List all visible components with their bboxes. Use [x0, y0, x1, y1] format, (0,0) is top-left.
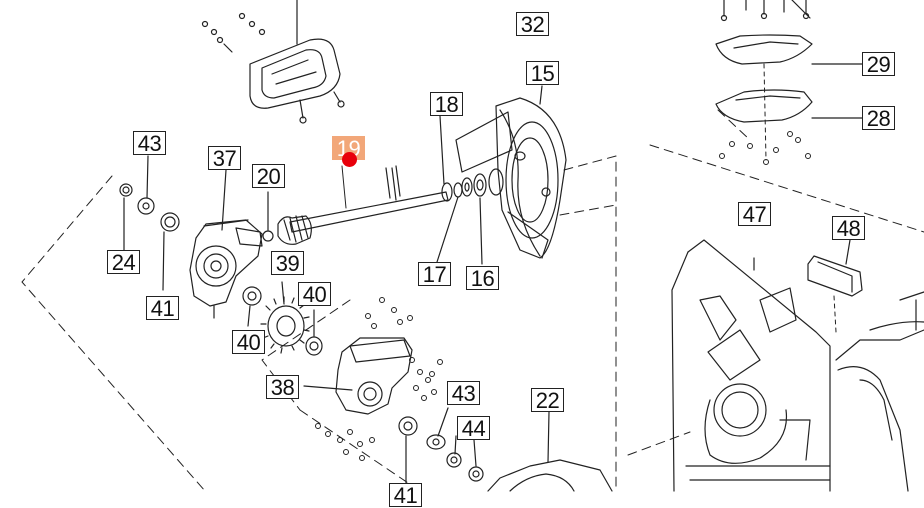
callout-18[interactable]: 18 — [430, 92, 463, 117]
gear-housing-lower-part — [303, 297, 443, 461]
worm-gear-part — [242, 281, 323, 356]
callout-22[interactable]: 22 — [531, 388, 564, 413]
callout-44[interactable]: 44 — [457, 416, 490, 441]
gear-housing-upper-part — [189, 169, 274, 319]
callout-17[interactable]: 17 — [418, 262, 451, 287]
callout-38[interactable]: 38 — [266, 375, 299, 400]
parts-diagram: 32 15 18 19 43 37 20 24 41 39 40 40 17 1… — [21, 0, 924, 508]
callout-37[interactable]: 37 — [208, 146, 241, 171]
callout-29[interactable]: 29 — [862, 52, 895, 77]
gear-case-part-22 — [487, 411, 613, 492]
impeller-part — [455, 85, 567, 259]
callout-15[interactable]: 15 — [526, 61, 559, 86]
callout-48[interactable]: 48 — [832, 216, 865, 241]
callout-39[interactable]: 39 — [271, 251, 304, 276]
left-end-bearings-part — [119, 155, 180, 291]
callout-16[interactable]: 16 — [466, 266, 499, 291]
callout-43-upper[interactable]: 43 — [133, 131, 166, 156]
callout-40-left[interactable]: 40 — [232, 330, 265, 355]
exploded-view-drawing — [21, 0, 924, 492]
callout-20[interactable]: 20 — [252, 164, 285, 189]
callout-41-lower[interactable]: 41 — [389, 483, 422, 508]
bracket-part-48 — [807, 239, 863, 333]
lower-bearings-part — [398, 407, 484, 487]
callout-32[interactable]: 32 — [516, 12, 549, 37]
selected-part-marker — [342, 152, 357, 167]
callout-24[interactable]: 24 — [107, 250, 140, 275]
auger-housing-part — [671, 239, 924, 492]
skid-shoe-part — [201, 0, 345, 124]
callout-47[interactable]: 47 — [738, 202, 771, 227]
shaft-part — [277, 165, 449, 245]
callout-28[interactable]: 28 — [862, 106, 895, 131]
callout-43-lower[interactable]: 43 — [447, 381, 480, 406]
assembly-guide-lines — [21, 109, 924, 492]
callout-40-right[interactable]: 40 — [298, 282, 331, 307]
bearing-stack-part — [436, 115, 504, 265]
scraper-plates-part — [715, 0, 863, 165]
callout-41-upper[interactable]: 41 — [146, 296, 179, 321]
